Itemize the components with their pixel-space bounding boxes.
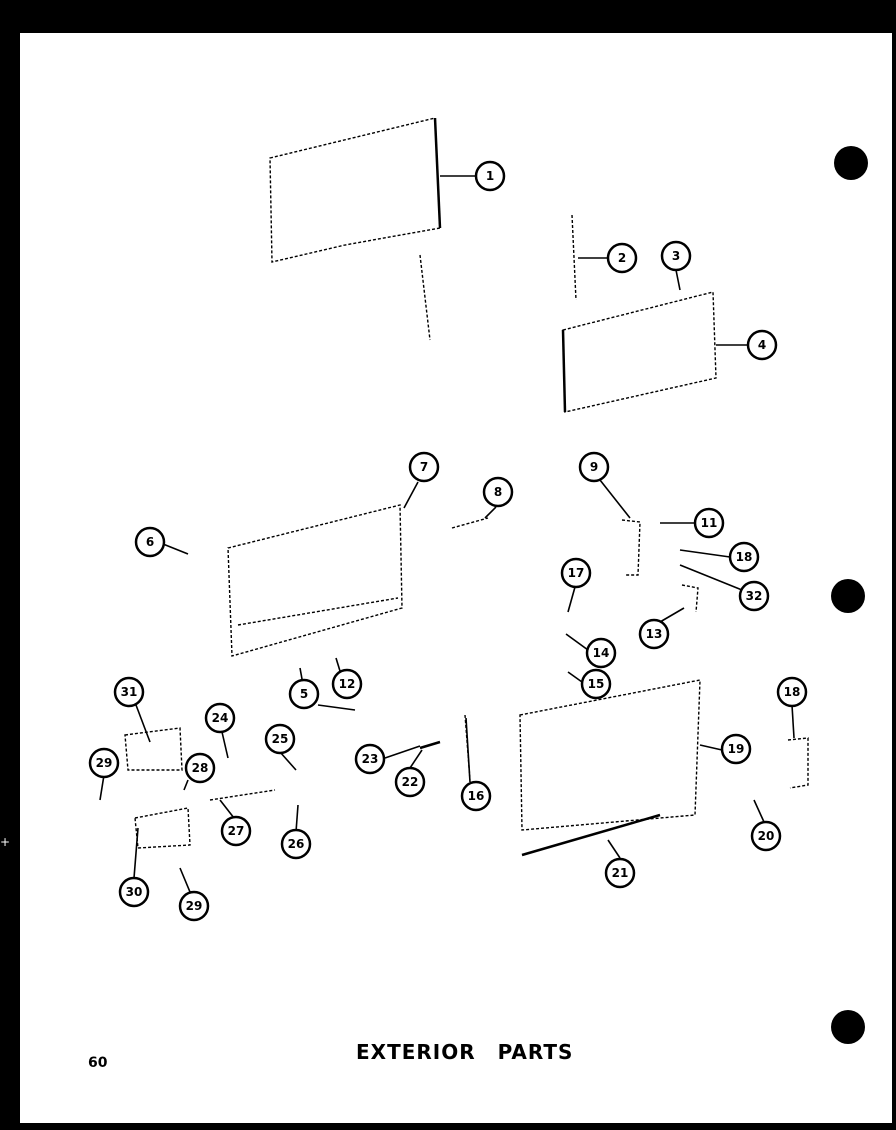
part-spring: [419, 740, 441, 750]
callout-11: 11: [693, 507, 725, 539]
callout-30: 30: [118, 876, 150, 908]
svg-text:20: 20: [758, 829, 775, 843]
punch-hole-top: [834, 146, 868, 180]
svg-text:21: 21: [612, 866, 629, 880]
callout-15: 15: [580, 668, 612, 700]
part-top-panel: [269, 117, 442, 341]
callout-29-bottom: 29: [178, 890, 210, 922]
svg-text:2: 2: [618, 251, 626, 265]
svg-text:13: 13: [646, 627, 663, 641]
part-knob: [451, 517, 489, 529]
part-switch-assembly: [124, 727, 276, 849]
callout-16: 16: [460, 780, 492, 812]
callout-13: 13: [638, 618, 670, 650]
svg-text:14: 14: [593, 646, 610, 660]
callout-8: 8: [482, 476, 514, 508]
callout-23: 23: [354, 743, 386, 775]
svg-text:22: 22: [402, 775, 419, 789]
svg-text:5: 5: [300, 687, 308, 701]
callout-5: 5: [288, 678, 320, 710]
svg-text:29: 29: [186, 899, 203, 913]
callout-9: 9: [578, 451, 610, 483]
svg-text:23: 23: [362, 752, 379, 766]
page-title: EXTERIOR PARTS: [356, 1040, 574, 1064]
svg-text:3: 3: [672, 249, 680, 263]
punch-hole-bottom: [831, 1010, 865, 1044]
callout-19: 19: [720, 733, 752, 765]
callout-18-lower: 18: [776, 676, 808, 708]
svg-text:26: 26: [288, 837, 305, 851]
svg-text:6: 6: [146, 535, 154, 549]
callout-18-upper: 18: [728, 541, 760, 573]
svg-text:19: 19: [728, 742, 745, 756]
svg-text:1: 1: [486, 169, 494, 183]
svg-text:30: 30: [126, 885, 143, 899]
edge-mark: +: [0, 835, 11, 849]
part-front-frame: [227, 504, 403, 657]
svg-text:18: 18: [736, 550, 753, 564]
callout-21: 21: [604, 857, 636, 889]
callout-7: 7: [408, 451, 440, 483]
callout-20: 20: [750, 820, 782, 852]
callout-3: 3: [660, 240, 692, 272]
svg-text:25: 25: [272, 732, 289, 746]
part-control-bracket: [621, 519, 699, 613]
svg-text:8: 8: [494, 485, 502, 499]
callout-1: 1: [474, 160, 506, 192]
svg-text:15: 15: [588, 677, 605, 691]
callout-2: 2: [606, 242, 638, 274]
leader-lines: [99, 175, 795, 893]
svg-text:27: 27: [228, 824, 245, 838]
part-base-assembly: [464, 679, 701, 857]
svg-text:12: 12: [339, 677, 356, 691]
callout-4: 4: [746, 329, 778, 361]
diagram-sheet: [20, 33, 892, 1123]
callout-14: 14: [585, 637, 617, 669]
callout-26: 26: [280, 828, 312, 860]
svg-text:29: 29: [96, 756, 113, 770]
svg-text:32: 32: [746, 589, 763, 603]
svg-text:16: 16: [468, 789, 485, 803]
svg-text:28: 28: [192, 761, 209, 775]
svg-text:4: 4: [758, 338, 766, 352]
callout-32: 32: [738, 580, 770, 612]
callout-6: 6: [134, 526, 166, 558]
callout-17: 17: [560, 557, 592, 589]
svg-text:31: 31: [121, 685, 138, 699]
callout-28: 28: [184, 752, 216, 784]
punch-hole-middle: [831, 579, 865, 613]
callout-31: 31: [113, 676, 145, 708]
callout-29-left: 29: [88, 747, 120, 779]
callout-27: 27: [220, 815, 252, 847]
callout-22: 22: [394, 766, 426, 798]
part-relay: [787, 737, 809, 789]
svg-text:7: 7: [420, 460, 428, 474]
svg-text:17: 17: [568, 566, 585, 580]
callout-24: 24: [204, 702, 236, 734]
part-side-panel: [561, 214, 717, 413]
svg-text:18: 18: [784, 685, 801, 699]
svg-text:11: 11: [701, 516, 718, 530]
callout-25: 25: [264, 723, 296, 755]
svg-text:24: 24: [212, 711, 229, 725]
svg-text:9: 9: [590, 460, 598, 474]
page-number: 60: [88, 1055, 108, 1071]
callout-12: 12: [331, 668, 363, 700]
